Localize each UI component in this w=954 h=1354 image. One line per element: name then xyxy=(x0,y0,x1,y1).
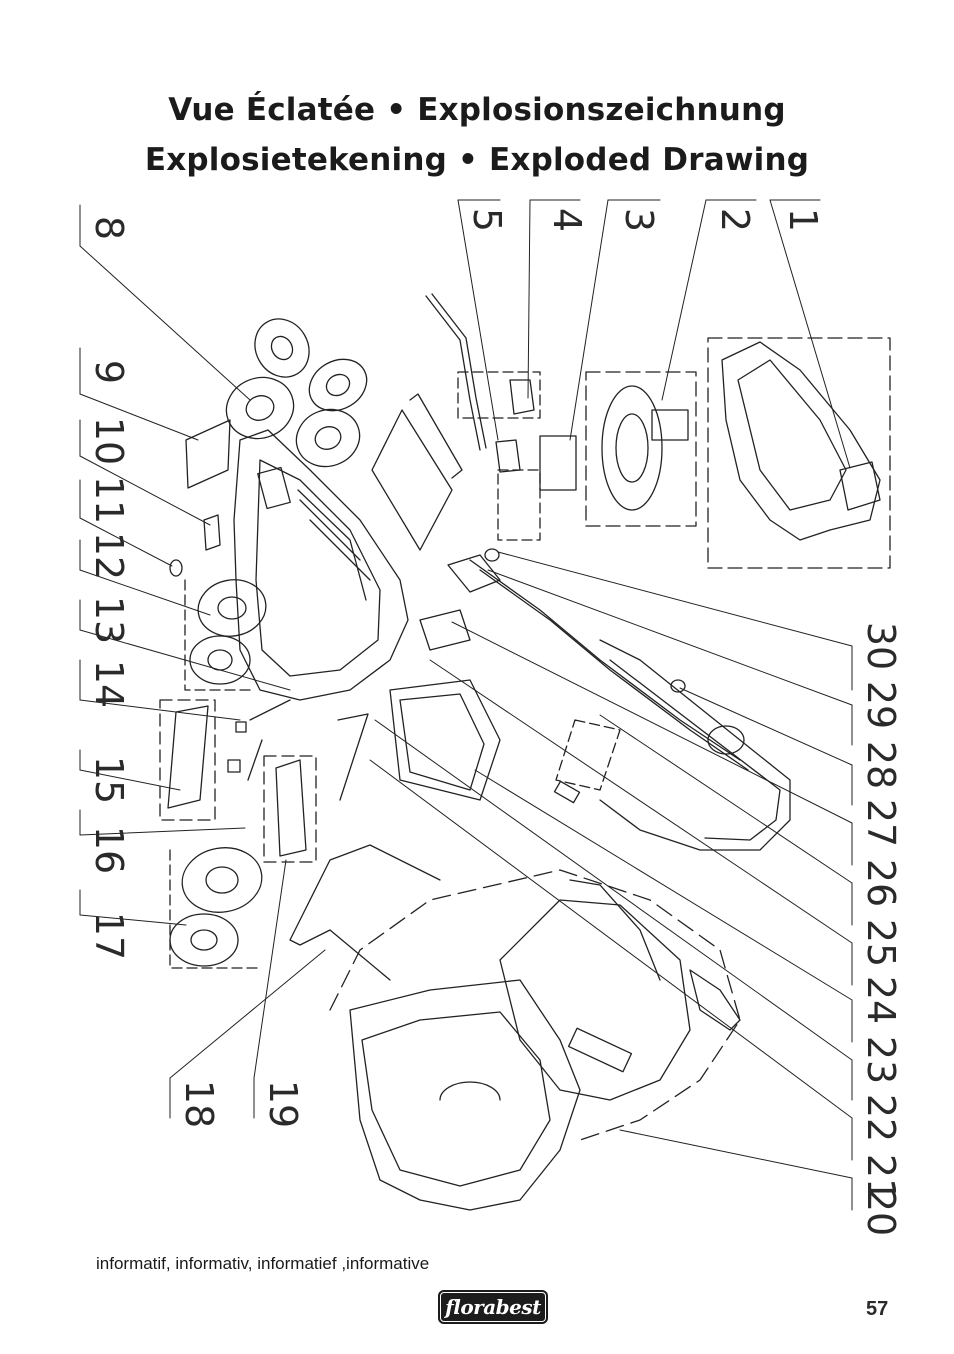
leader-lines xyxy=(79,199,853,1179)
callout-20: 20 xyxy=(859,1188,903,1236)
page-title-line-1: Vue Éclatée • Explosionszeichnung xyxy=(168,92,786,128)
callout-5: 5 xyxy=(465,208,509,232)
callout-16: 16 xyxy=(87,826,131,874)
callout-15: 15 xyxy=(87,756,131,804)
side-cover-outline xyxy=(263,755,317,863)
callout-8: 8 xyxy=(87,216,131,240)
callout-14: 14 xyxy=(87,660,131,708)
callout-26: 26 xyxy=(859,859,903,907)
informative-note: informatif, informativ, informatief ,inf… xyxy=(96,1254,430,1273)
callout-18: 18 xyxy=(177,1080,221,1128)
callout-10: 10 xyxy=(87,417,131,465)
handle-switch xyxy=(419,548,501,651)
side-cover xyxy=(275,759,307,857)
label-brackets xyxy=(79,199,853,1211)
motor-cover xyxy=(707,337,891,569)
motor-unit xyxy=(539,371,697,527)
callout-13: 13 xyxy=(87,596,131,644)
callout-1: 1 xyxy=(781,208,825,232)
handle-assembly xyxy=(469,559,791,851)
callout-3: 3 xyxy=(617,208,661,232)
brand-logo-text: florabest xyxy=(445,1295,541,1319)
callout-11: 11 xyxy=(87,476,131,524)
page-number: 57 xyxy=(866,1298,889,1320)
lower-wheels xyxy=(169,847,263,969)
callout-12: 12 xyxy=(87,532,131,580)
callout-2: 2 xyxy=(713,208,757,232)
mower-deck xyxy=(233,429,409,701)
page-title-line-2: Explosietekening • Exploded Drawing xyxy=(144,142,810,178)
callout-9: 9 xyxy=(87,360,131,384)
callout-28: 28 xyxy=(859,741,903,789)
callout-17: 17 xyxy=(87,912,131,960)
callout-19: 19 xyxy=(261,1080,305,1128)
upper-handle-parts xyxy=(425,293,541,541)
callout-22: 22 xyxy=(859,1094,903,1142)
grass-bag-frame xyxy=(289,844,441,981)
callout-4: 4 xyxy=(545,208,589,232)
front-wheels xyxy=(184,579,267,691)
cutting-blades xyxy=(371,393,463,551)
grass-bag-container xyxy=(389,679,501,801)
brand-logo: florabest xyxy=(438,1290,548,1324)
machine-parts xyxy=(79,199,891,1211)
catcher-lid xyxy=(499,879,741,1101)
callout-29: 29 xyxy=(859,681,903,729)
callout-23: 23 xyxy=(859,1036,903,1084)
callout-numbers: 8 9 10 11 12 13 14 15 16 17 18 19 5 4 3 … xyxy=(87,208,903,1236)
callout-24: 24 xyxy=(859,976,903,1024)
small-parts-left xyxy=(169,419,231,577)
height-bracket xyxy=(159,699,291,821)
rear-flap-rod xyxy=(337,713,369,801)
rear-wheels xyxy=(225,318,368,468)
grass-catcher xyxy=(329,869,741,1211)
callout-27: 27 xyxy=(859,799,903,847)
callout-25: 25 xyxy=(859,919,903,967)
callout-21: 21 xyxy=(859,1154,903,1202)
callout-30: 30 xyxy=(859,622,903,670)
